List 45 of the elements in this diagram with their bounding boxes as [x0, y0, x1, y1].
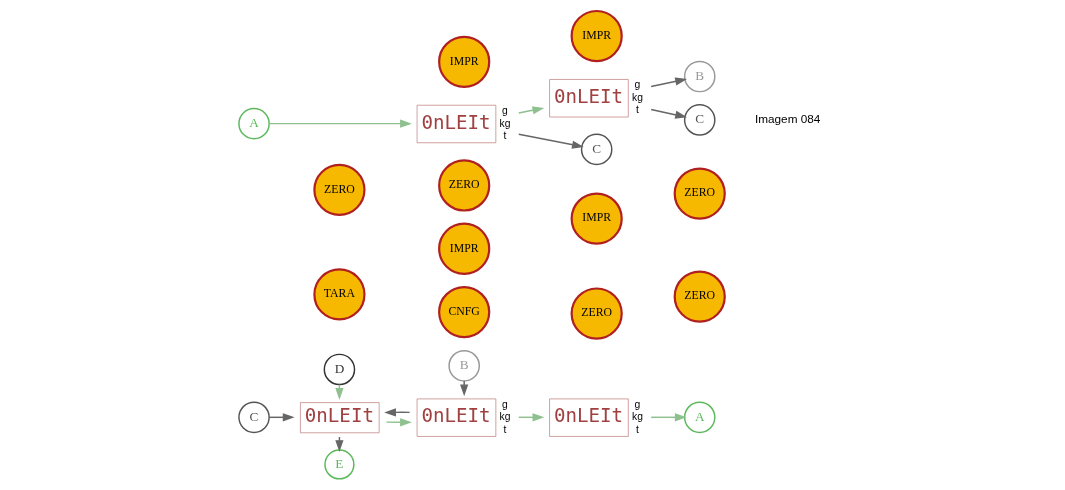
node-box: 0nLEIt: [299, 402, 380, 434]
arrow: [649, 77, 687, 88]
node-circle: ZERO: [570, 287, 623, 340]
node-label: g: [634, 398, 640, 410]
node-box: 0nLEIt: [548, 79, 629, 118]
node-circle: ZERO: [312, 163, 366, 216]
node-circle: C: [237, 401, 270, 434]
node-label: kg: [499, 117, 510, 129]
arrow: [459, 380, 468, 397]
node-circle: C: [580, 133, 612, 166]
node-label: t: [635, 104, 639, 116]
node-circle: C: [683, 104, 716, 136]
node-circle: D: [323, 353, 355, 386]
label: Imagem 084: [754, 111, 820, 125]
node-circle: IMPR: [437, 35, 490, 88]
node-label: t: [503, 130, 506, 142]
node-circle: ZERO: [673, 167, 726, 220]
node-circle: B: [447, 349, 480, 382]
node-label: g: [501, 105, 508, 117]
node-circle: ZERO: [437, 159, 490, 212]
arrow: [517, 133, 584, 149]
arrow: [268, 119, 412, 128]
node-label: kg: [499, 411, 510, 423]
node-circle: CNFG: [437, 285, 490, 339]
arrow: [649, 108, 687, 119]
node-circle: E: [323, 449, 355, 480]
node-label: t: [503, 423, 506, 435]
node-circle: IMPR: [437, 222, 490, 275]
node-label: kg: [631, 91, 643, 103]
node-circle: A: [237, 107, 270, 140]
node-circle: B: [683, 60, 716, 93]
node-box: 0nLEIt: [548, 398, 629, 437]
node-circle: IMPR: [570, 9, 623, 63]
node-label: g: [501, 398, 508, 410]
node-label: t: [635, 423, 639, 435]
node-circle: IMPR: [570, 192, 623, 245]
node-box: 0nLEIt: [416, 104, 496, 144]
arrow: [649, 413, 687, 422]
node-circle: TARA: [312, 268, 366, 321]
node-circle: A: [683, 401, 716, 434]
node-label: g: [634, 79, 640, 91]
node-circle: ZERO: [673, 270, 726, 323]
arrow: [385, 418, 412, 427]
node-box: 0nLEIt: [416, 398, 496, 437]
node-label: kg: [631, 411, 643, 423]
